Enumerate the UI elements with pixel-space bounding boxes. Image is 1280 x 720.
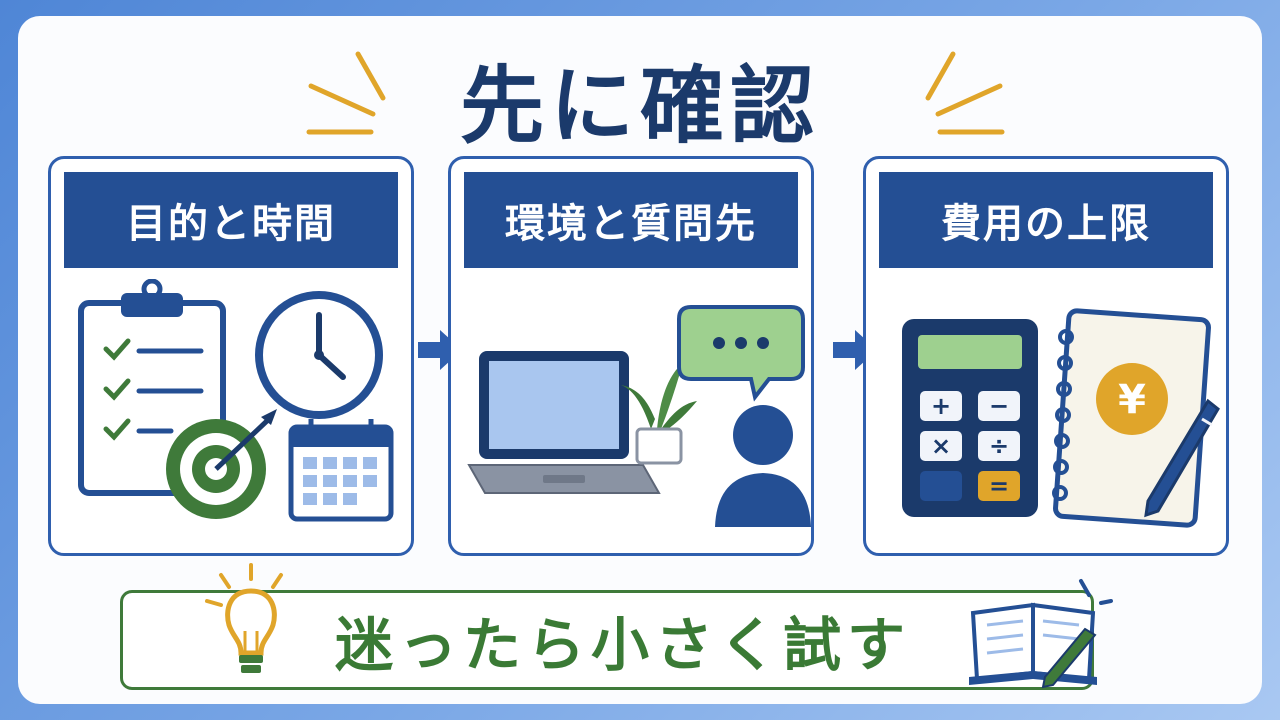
calculator-icon: + − × ÷ = xyxy=(902,319,1038,517)
laptop-icon xyxy=(467,351,661,494)
person-icon xyxy=(715,405,811,527)
svg-text:−: − xyxy=(989,392,1009,420)
svg-text:=: = xyxy=(989,472,1009,500)
plant-icon xyxy=(621,363,697,465)
chat-bubble-icon xyxy=(677,305,805,402)
page-title: 先に確認 xyxy=(459,57,820,155)
slide-card: 先に確認 目的と時間 xyxy=(18,16,1262,704)
clock-icon xyxy=(255,291,383,419)
panel-environment-contact: 環境と質問先 xyxy=(448,156,814,556)
tip-bar: 迷ったら小さく試す xyxy=(120,563,1113,690)
title-rays-left-icon xyxy=(306,51,386,135)
svg-text:×: × xyxy=(931,432,951,460)
svg-text:¥: ¥ xyxy=(1118,377,1146,423)
panel-title: 環境と質問先 xyxy=(464,172,798,268)
calendar-icon xyxy=(288,419,394,522)
panel-title: 目的と時間 xyxy=(64,172,398,268)
panel-cost-limit: 費用の上限 + − × ÷ = xyxy=(863,156,1229,556)
pen-icon xyxy=(1041,627,1097,689)
panel3-illustration: + − × ÷ = ¥ xyxy=(902,308,1220,528)
svg-text:+: + xyxy=(931,392,951,420)
panel-purpose-time: 目的と時間 xyxy=(48,156,414,556)
panel2-illustration xyxy=(467,305,811,527)
open-book-icon xyxy=(969,579,1113,689)
yen-coin-icon: ¥ xyxy=(1096,363,1168,435)
pen-icon xyxy=(1144,398,1220,518)
panel-title: 費用の上限 xyxy=(879,172,1213,268)
svg-text:÷: ÷ xyxy=(989,432,1009,460)
lightbulb-icon xyxy=(205,563,283,673)
tip-text: 迷ったら小さく試す xyxy=(334,611,911,679)
panel1-illustration xyxy=(78,279,394,522)
target-icon xyxy=(166,409,277,519)
title-rays-right-icon xyxy=(925,51,1005,135)
